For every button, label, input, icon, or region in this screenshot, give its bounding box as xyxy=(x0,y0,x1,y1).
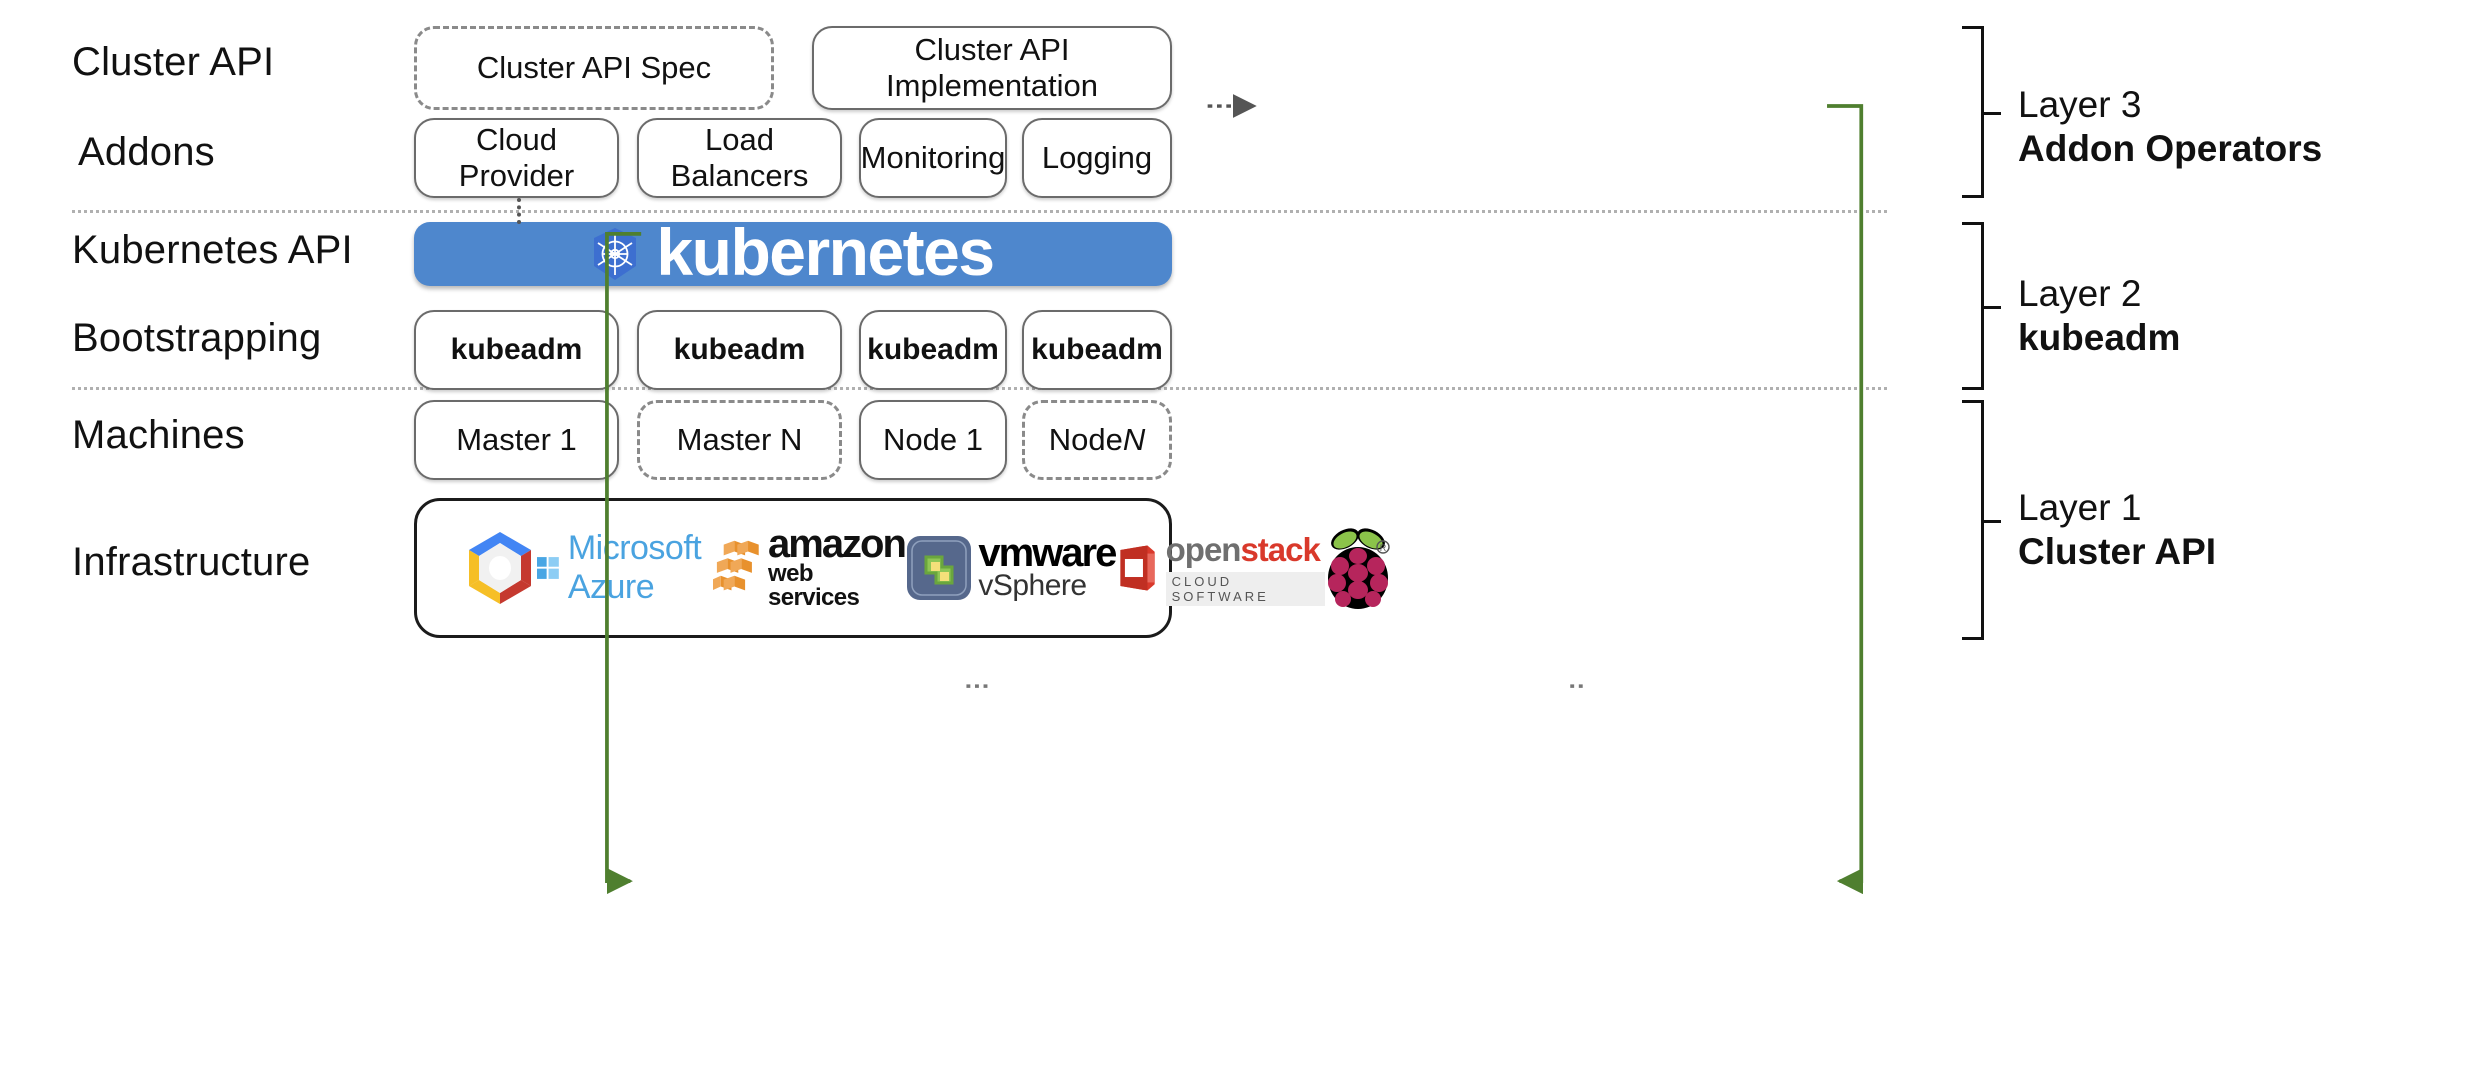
openstack-wordmark-open: open xyxy=(1165,530,1242,568)
connector-cloud-provider-to-kubernetes xyxy=(517,198,521,224)
openstack-logo: openstack CLOUD SOFTWARE xyxy=(1115,513,1325,623)
kubeadm-label-2: kubeadm xyxy=(673,333,806,366)
svg-text:R: R xyxy=(1379,543,1386,553)
addon-box-cloud-provider[interactable]: Cloud Provider xyxy=(414,118,619,198)
kubeadm-box-1[interactable]: kubeadm xyxy=(414,310,619,390)
cluster-api-spec-box[interactable]: Cluster API Spec xyxy=(414,26,774,110)
layer-2-line1: Layer 2 xyxy=(2018,273,2142,314)
vmware-vsphere-logo: vmware vSphere xyxy=(906,513,1117,623)
microsoft-azure-wordmark: Microsoft Azure xyxy=(567,529,702,606)
infrastructure-box: Microsoft Azure amazon web services xyxy=(414,498,1390,638)
addon-label-cloud-provider: Cloud Provider xyxy=(458,122,575,193)
kubernetes-wordmark: kubernetes xyxy=(656,215,995,289)
machine-box-node-n[interactable]: Node N xyxy=(1022,400,1172,480)
bracket-layer-3 xyxy=(1962,26,2001,198)
layer-1-line1: Layer 1 xyxy=(2018,487,2142,528)
vmware-wordmark: vmware xyxy=(978,530,1117,575)
kubeadm-box-3[interactable]: kubeadm xyxy=(859,310,1007,390)
kubeadm-box-4[interactable]: kubeadm xyxy=(1022,310,1172,390)
layer-3-line1: Layer 3 xyxy=(2018,84,2142,125)
raspberry-pi-logo: R xyxy=(1325,513,1391,623)
amazon-wordmark: amazon xyxy=(768,522,907,566)
machine-label-node-n-italic: N xyxy=(1122,422,1146,457)
layer-1-line2: Cluster API xyxy=(2018,530,2217,572)
layer-2-label: Layer 2 kubeadm xyxy=(2018,272,2180,359)
google-cloud-logo xyxy=(463,513,537,623)
row-label-infrastructure: Infrastructure xyxy=(72,540,311,584)
cluster-api-spec-label: Cluster API Spec xyxy=(476,50,712,85)
kubeadm-label-3: kubeadm xyxy=(867,333,999,366)
layer-1-label: Layer 1 Cluster API xyxy=(2018,486,2216,573)
addon-box-logging[interactable]: Logging xyxy=(1022,118,1172,198)
kubernetes-banner: kubernetes xyxy=(414,215,1172,289)
row-label-machines: Machines xyxy=(72,413,245,457)
machine-label-master-1: Master 1 xyxy=(456,422,577,457)
row-label-addons: Addons xyxy=(78,130,215,174)
addon-label-monitoring: Monitoring xyxy=(860,140,1006,175)
kubeadm-label-4: kubeadm xyxy=(1031,333,1163,366)
bracket-layer-2 xyxy=(1962,222,2001,390)
green-flow-implementation-to-infrastructure xyxy=(1827,104,1864,895)
layer-2-line2: kubeadm xyxy=(2018,316,2181,358)
machine-box-node-1[interactable]: Node 1 xyxy=(859,400,1007,480)
addon-label-load-balancers: Load Balancers xyxy=(670,122,809,193)
bracket-layer-1 xyxy=(1962,400,2001,640)
addon-box-load-balancers[interactable]: Load Balancers xyxy=(637,118,842,198)
layer-3-label: Layer 3 Addon Operators xyxy=(2018,83,2322,170)
openstack-subtitle: CLOUD SOFTWARE xyxy=(1165,571,1325,606)
machine-box-master-n[interactable]: Master N xyxy=(637,400,842,480)
addon-label-logging: Logging xyxy=(1041,140,1153,175)
separator-layer3-layer2 xyxy=(72,210,1887,213)
cluster-api-implementation-box[interactable]: Cluster API Implementation xyxy=(812,26,1172,110)
row-label-bootstrapping: Bootstrapping xyxy=(72,316,322,360)
cluster-api-implementation-label: Cluster API Implementation xyxy=(886,32,1098,103)
amazon-web-services-subtitle: web services xyxy=(768,560,860,611)
vsphere-subtitle: vSphere xyxy=(978,569,1087,603)
row-label-cluster-api: Cluster API xyxy=(72,40,275,84)
machine-label-master-n: Master N xyxy=(676,422,803,457)
kubeadm-box-2[interactable]: kubeadm xyxy=(637,310,842,390)
addon-box-monitoring[interactable]: Monitoring xyxy=(859,118,1007,198)
layer-3-line2: Addon Operators xyxy=(2018,127,2323,169)
machine-label-node-n: Node xyxy=(1048,422,1123,457)
machine-label-node-1: Node 1 xyxy=(883,422,983,457)
machine-box-master-1[interactable]: Master 1 xyxy=(414,400,619,480)
kubernetes-helm-icon xyxy=(592,227,638,281)
amazon-web-services-logo: amazon web services xyxy=(713,513,907,623)
kubeadm-label-1: kubeadm xyxy=(450,333,583,366)
openstack-wordmark-stack: stack xyxy=(1240,530,1320,568)
row-label-kubernetes-api: Kubernetes API xyxy=(72,228,353,272)
microsoft-azure-logo: Microsoft Azure xyxy=(537,513,713,623)
